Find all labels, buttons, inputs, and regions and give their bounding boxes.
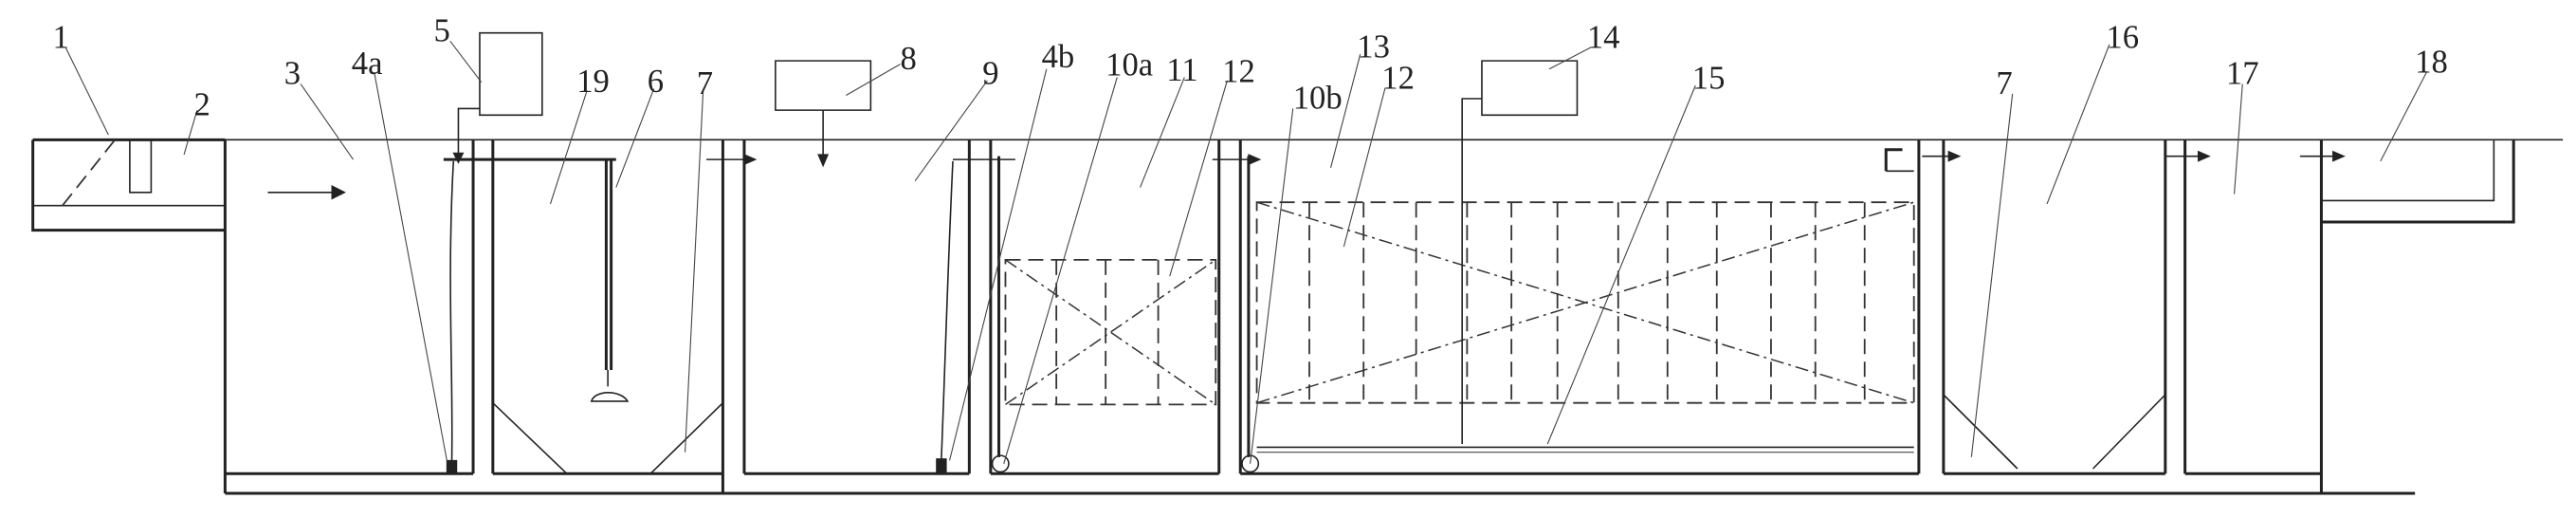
overflow-arrow-3 [1922, 151, 1960, 160]
overflow-arrow-4 [2165, 151, 2210, 160]
flow-arrow [267, 186, 344, 199]
label-13: 13 [1357, 29, 1390, 65]
tank-13 [1240, 139, 1919, 473]
label-7-b: 7 [1996, 65, 2012, 102]
label-12: 12 [1222, 54, 1255, 90]
label-12-b: 12 [1381, 61, 1415, 97]
label-2: 2 [193, 86, 210, 122]
leader-lines [65, 41, 2426, 463]
overflow-arrow [706, 155, 756, 164]
label-17: 17 [2226, 55, 2259, 91]
outlet-pipe [1886, 150, 1913, 172]
label-3: 3 [284, 55, 301, 91]
pump-4a [447, 161, 456, 473]
dosing-device-8 [776, 61, 871, 166]
dosing-device-5 [453, 33, 542, 163]
tank-17 [2185, 139, 2322, 493]
label-6: 6 [648, 64, 664, 100]
tank-16 [1944, 139, 2165, 473]
label-1: 1 [52, 19, 68, 55]
outlet-channel [2321, 139, 2513, 222]
label-4b: 4b [1042, 39, 1075, 75]
label-7: 7 [697, 65, 713, 102]
label-18: 18 [2415, 44, 2448, 80]
label-4a: 4a [352, 46, 383, 82]
tank-3 [225, 139, 473, 493]
label-19: 19 [576, 64, 610, 100]
label-14: 14 [1587, 19, 1620, 55]
label-15: 15 [1692, 61, 1726, 97]
label-5: 5 [433, 12, 449, 48]
label-16: 16 [2106, 19, 2139, 55]
label-8: 8 [901, 41, 917, 77]
callout-labels: 1 2 3 4a 5 19 6 7 8 9 4b 10a 11 12 10b 1… [52, 12, 2447, 122]
label-9: 9 [982, 55, 998, 91]
tank-19 [444, 139, 723, 493]
tank-9 [744, 139, 969, 473]
overflow-arrow-5 [2300, 151, 2345, 160]
tank-11 [986, 139, 1219, 473]
pump-4b [937, 159, 986, 472]
bar-screen [63, 139, 152, 205]
label-10b: 10b [1293, 80, 1343, 116]
media-frame-small [1005, 260, 1215, 405]
label-11: 11 [1166, 52, 1197, 88]
media-frame-large [1257, 202, 1914, 402]
label-10a: 10a [1105, 47, 1153, 83]
inlet-channel [33, 139, 226, 230]
blower-14 [1462, 61, 1577, 444]
